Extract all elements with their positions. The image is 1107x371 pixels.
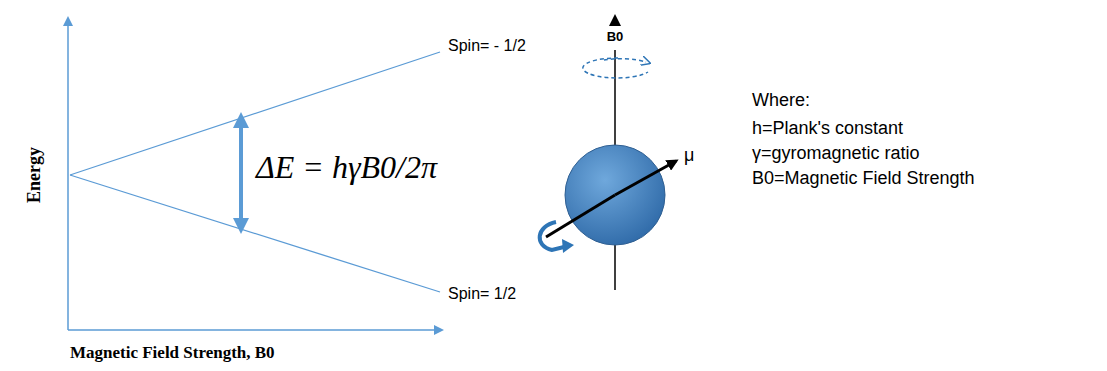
symbol-definition: B0=Magnetic Field Strength [752, 168, 975, 190]
axis-title: Energy [24, 147, 46, 203]
symbol-definition: γ=gyromagnetic ratio [752, 143, 920, 165]
precession-arrow [604, 59, 646, 62]
field-arrowhead [609, 14, 621, 26]
moment-label: μ [684, 145, 694, 167]
energy-gap-arrow [239, 120, 243, 226]
field-label: B0 [607, 29, 624, 45]
level-label: Spin= 1/2 [448, 284, 516, 303]
legend-heading: Where: [752, 90, 810, 112]
energy-axis [67, 18, 69, 330]
moment-arrow [615, 161, 676, 195]
lower-level-line [70, 175, 440, 292]
axis-title: Magnetic Field Strength, B0 [70, 343, 275, 363]
spin-curl-head [562, 239, 574, 253]
symbol-definition: h=Plank's constant [752, 118, 903, 140]
spin-rod [546, 195, 615, 237]
level-label: Spin= - 1/2 [448, 36, 526, 55]
energy-formula: ΔE = hγB0/2π [256, 148, 437, 186]
precession-path [583, 58, 648, 78]
field-axis [68, 329, 442, 331]
